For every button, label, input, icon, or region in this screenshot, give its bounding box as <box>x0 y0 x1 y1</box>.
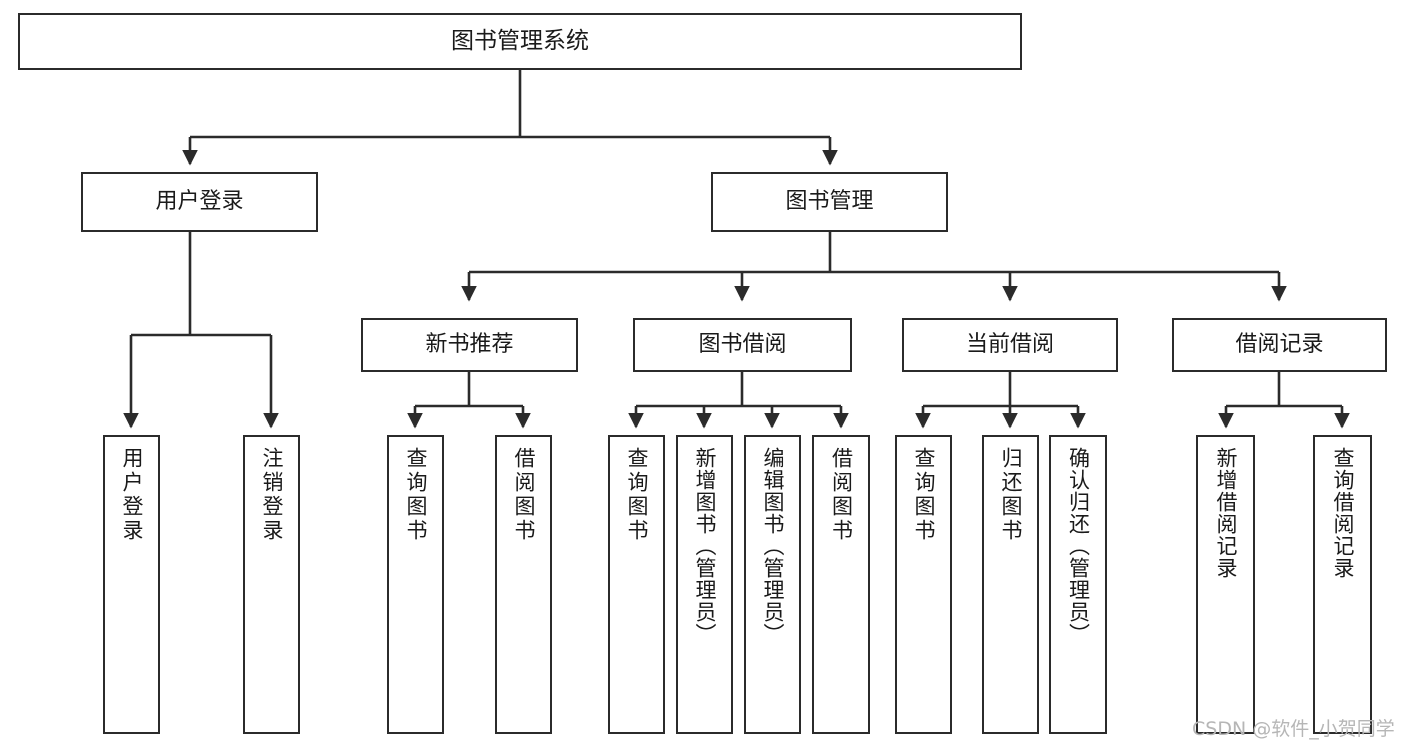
node-label: 图书管理 <box>785 189 874 214</box>
leaf-user-login[interactable]: 用户登录 <box>103 435 160 734</box>
node-label: 图书管理系统 <box>451 28 589 54</box>
leaf-borrow-book[interactable]: 借阅图书 <box>812 435 870 734</box>
leaf-query-book-current[interactable]: 查询图书 <box>895 435 952 734</box>
leaf-add-borrow-record[interactable]: 新增借阅记录 <box>1196 435 1255 734</box>
node-label: 借阅记录 <box>1235 332 1324 357</box>
node-label: 新增图书（管理员） <box>693 447 717 645</box>
node-label: 用户登录 <box>155 189 244 214</box>
node-label: 归还图书 <box>999 447 1023 543</box>
node-label: 新增借阅记录 <box>1214 447 1238 579</box>
csdn-watermark: CSDN @软件_小贺同学 <box>1192 718 1395 740</box>
node-label: 查询图书 <box>912 447 936 543</box>
node-label: 编辑图书（管理员） <box>761 447 785 645</box>
node-label: 查询图书 <box>404 447 428 543</box>
leaf-borrow-book-recommend[interactable]: 借阅图书 <box>495 435 552 734</box>
node-label: 借阅图书 <box>512 447 536 543</box>
node-label: 借阅图书 <box>829 447 854 543</box>
node-borrow-record[interactable]: 借阅记录 <box>1172 318 1387 372</box>
node-label: 注销登录 <box>260 447 284 543</box>
node-user-login[interactable]: 用户登录 <box>81 172 318 232</box>
node-book-management[interactable]: 图书管理 <box>711 172 948 232</box>
node-current-borrow[interactable]: 当前借阅 <box>902 318 1118 372</box>
leaf-add-book[interactable]: 新增图书（管理员） <box>676 435 733 734</box>
node-label: 新书推荐 <box>425 332 514 357</box>
leaf-edit-book[interactable]: 编辑图书（管理员） <box>744 435 801 734</box>
node-label: 当前借阅 <box>965 332 1054 357</box>
node-label: 查询借阅记录 <box>1331 447 1355 579</box>
leaf-query-book-recommend[interactable]: 查询图书 <box>387 435 444 734</box>
node-book-borrow[interactable]: 图书借阅 <box>633 318 852 372</box>
node-root-system[interactable]: 图书管理系统 <box>18 13 1022 70</box>
node-new-book-recommend[interactable]: 新书推荐 <box>361 318 578 372</box>
node-label: 确认归还（管理员） <box>1066 447 1091 645</box>
node-label: 图书借阅 <box>698 332 787 357</box>
leaf-query-book-borrow[interactable]: 查询图书 <box>608 435 665 734</box>
leaf-return-book[interactable]: 归还图书 <box>982 435 1039 734</box>
leaf-confirm-return[interactable]: 确认归还（管理员） <box>1049 435 1107 734</box>
node-label: 查询图书 <box>625 447 649 543</box>
leaf-query-borrow-record[interactable]: 查询借阅记录 <box>1313 435 1372 734</box>
leaf-user-logout[interactable]: 注销登录 <box>243 435 300 734</box>
node-label: 用户登录 <box>120 447 144 543</box>
